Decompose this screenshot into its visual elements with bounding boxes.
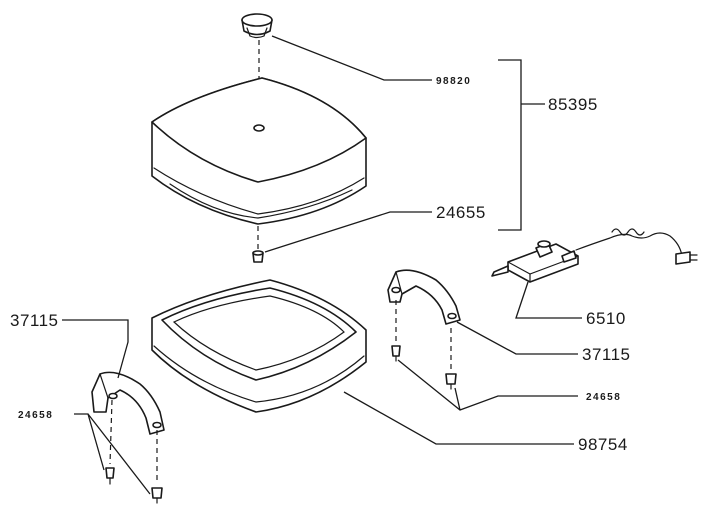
label-assembly: 85395 — [548, 95, 598, 114]
label-screws-left: 24658 — [18, 410, 53, 421]
label-handle-left: 37115 — [10, 311, 59, 330]
base-part — [151, 279, 367, 413]
cord-coil — [611, 228, 645, 236]
left-screw-2 — [151, 487, 163, 504]
cover-part — [151, 77, 367, 225]
plug-part — [675, 251, 698, 265]
label-knob: 98820 — [436, 76, 471, 87]
right-handle-part — [387, 269, 461, 325]
washer-part — [252, 250, 264, 263]
label-screws-right: 24658 — [586, 392, 621, 403]
leader-base — [343, 391, 574, 445]
leader-probe — [515, 281, 582, 319]
left-screw-1 — [105, 467, 115, 485]
leader-washer — [264, 211, 432, 253]
label-probe: 6510 — [586, 309, 626, 328]
right-screw-1 — [391, 345, 401, 362]
left-handle-axis-1 — [109, 399, 113, 465]
right-screw-2 — [445, 373, 457, 390]
left-handle-part — [91, 371, 165, 435]
leader-handle-right — [456, 321, 578, 355]
leader-screws-right — [397, 359, 578, 411]
leader-knob — [271, 35, 432, 81]
bracket-assembly — [498, 59, 522, 231]
leader-handle-left — [62, 319, 129, 379]
leader-screws-left — [74, 413, 151, 495]
knob-part — [241, 13, 273, 39]
power-cord — [575, 232, 683, 257]
probe-control-part — [491, 240, 579, 283]
label-washer: 24655 — [436, 203, 486, 222]
label-base: 98754 — [578, 435, 628, 454]
label-handle-right: 37115 — [582, 345, 631, 364]
